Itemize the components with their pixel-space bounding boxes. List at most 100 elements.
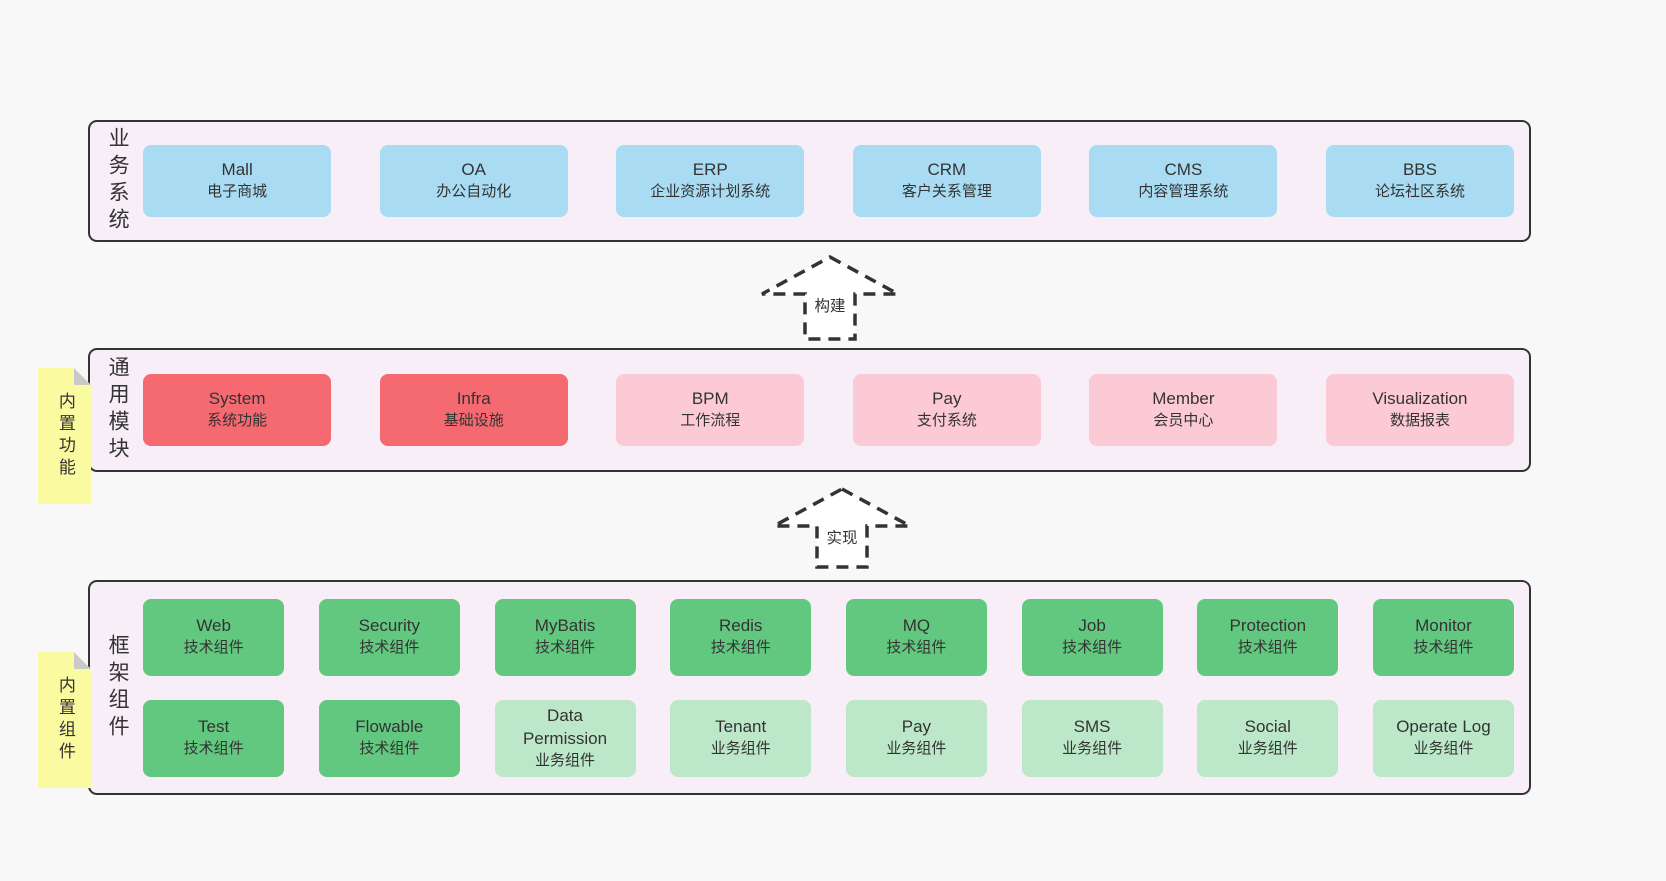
business-box-row: Mall 电子商城 OA 办公自动化 ERP 企业资源计划系统 CRM 客户关系… [143, 145, 1514, 217]
box-title: BBS [1402, 160, 1437, 180]
box-subtitle: 会员中心 [1153, 412, 1214, 430]
section-common-modules: 通用模块 System 系统功能 Infra 基础设施 BPM 工作流程 [88, 348, 1531, 472]
diagram-box: Visualization 数据报表 [1325, 374, 1514, 446]
box-title: Redis [718, 616, 763, 636]
box-subtitle: 技术组件 [1413, 639, 1474, 657]
diagram-box: Tenant 业务组件 [670, 699, 812, 777]
box-subtitle: 业务组件 [710, 740, 771, 758]
diagram-box: CMS 内容管理系统 [1089, 145, 1278, 217]
diagram-box: Social 业务组件 [1197, 699, 1339, 777]
box-title: CRM [927, 160, 967, 180]
box-title: Flowable [355, 717, 424, 737]
box-title: Tenant [715, 717, 767, 737]
box-subtitle: 业务组件 [1413, 740, 1474, 758]
box-subtitle: 业务组件 [1237, 740, 1298, 758]
box-title: MQ [902, 616, 931, 636]
box-title: Pay [901, 717, 932, 737]
diagram-box: Job 技术组件 [1021, 598, 1163, 676]
framework-box-row-1: Web 技术组件 Security 技术组件 MyBatis 技术组件 Redi… [143, 598, 1514, 676]
diagram-box: Monitor 技术组件 [1372, 598, 1514, 676]
box-subtitle: 企业资源计划系统 [650, 183, 771, 201]
diagram-box: OA 办公自动化 [379, 145, 568, 217]
diagram-box: Test 技术组件 [143, 699, 285, 777]
box-subtitle: 业务组件 [535, 751, 596, 769]
section-business-systems: 业务系统 Mall 电子商城 OA 办公自动化 ERP 企业资源计划系统 [88, 120, 1531, 242]
diagram-box: Member 会员中心 [1089, 374, 1278, 446]
section-framework-components: 框架组件 Web 技术组件 Security 技术组件 MyBatis 技术组件 [88, 580, 1531, 795]
box-title: System [208, 389, 266, 409]
box-subtitle: 工作流程 [680, 412, 741, 430]
sticky-note-built-in-features: 内置功能 [38, 368, 91, 504]
diagram-box: Data Permission 业务组件 [494, 699, 636, 777]
box-title: Monitor [1415, 616, 1472, 636]
box-subtitle: 办公自动化 [436, 183, 512, 201]
box-title: Web [196, 616, 231, 636]
diagram-box: Security 技术组件 [318, 598, 460, 676]
diagram-box: CRM 客户关系管理 [852, 145, 1041, 217]
section-label-framework: 框架组件 [106, 633, 130, 742]
box-title: Member [1152, 389, 1215, 409]
box-title: Protection [1229, 616, 1307, 636]
box-title: Pay [932, 389, 962, 409]
sticky-note-built-in-components: 内置组件 [38, 652, 91, 788]
diagram-box: Flowable 技术组件 [318, 699, 460, 777]
box-subtitle: 技术组件 [359, 740, 420, 758]
box-title: OA [461, 160, 486, 180]
box-subtitle: 论坛社区系统 [1374, 183, 1465, 201]
diagram-box: BBS 论坛社区系统 [1325, 145, 1514, 217]
arrow-up-build-icon: 构建 [761, 255, 899, 341]
diagram-box: BPM 工作流程 [616, 374, 805, 446]
arrow-implement-label: 实现 [826, 529, 857, 547]
box-title: Test [198, 717, 230, 737]
diagram-box: MQ 技术组件 [845, 598, 987, 676]
diagram-box: System 系统功能 [143, 374, 332, 446]
diagram-box: Pay 业务组件 [845, 699, 987, 777]
box-title: CMS [1164, 160, 1203, 180]
box-subtitle: 技术组件 [1062, 639, 1123, 657]
diagram-box: Web 技术组件 [143, 598, 285, 676]
arrow-build-label: 构建 [814, 297, 845, 315]
box-title: Data Permission [522, 705, 608, 748]
box-subtitle: 技术组件 [535, 639, 596, 657]
sticky-label: 内置组件 [55, 676, 75, 764]
modules-box-row: System 系统功能 Infra 基础设施 BPM 工作流程 Pay 支付系统 [143, 374, 1514, 446]
box-title: BPM [691, 389, 729, 409]
box-subtitle: 技术组件 [183, 740, 244, 758]
diagram-box: Redis 技术组件 [670, 598, 812, 676]
diagram-box: Infra 基础设施 [379, 374, 568, 446]
box-subtitle: 客户关系管理 [901, 183, 992, 201]
box-title: Mall [221, 160, 253, 180]
framework-box-row-2: Test 技术组件 Flowable 技术组件 Data Permission … [143, 699, 1514, 777]
box-subtitle: 业务组件 [886, 740, 947, 758]
section-label-business: 业务系统 [106, 127, 130, 235]
box-title: ERP [692, 160, 728, 180]
sticky-label: 内置功能 [55, 392, 75, 480]
diagram-box: Operate Log 业务组件 [1372, 699, 1514, 777]
box-title: Infra [456, 389, 491, 409]
box-title: Social [1244, 717, 1291, 737]
box-subtitle: 技术组件 [710, 639, 771, 657]
diagram-box: ERP 企业资源计划系统 [616, 145, 805, 217]
box-subtitle: 支付系统 [916, 412, 977, 430]
box-subtitle: 内容管理系统 [1138, 183, 1229, 201]
box-subtitle: 技术组件 [886, 639, 947, 657]
box-subtitle: 技术组件 [359, 639, 420, 657]
box-subtitle: 系统功能 [207, 412, 268, 430]
box-subtitle: 技术组件 [1237, 639, 1298, 657]
diagram-box: MyBatis 技术组件 [494, 598, 636, 676]
diagram-box: SMS 业务组件 [1021, 699, 1163, 777]
box-title: MyBatis [534, 616, 596, 636]
box-subtitle: 业务组件 [1062, 740, 1123, 758]
box-title: Security [358, 616, 421, 636]
box-subtitle: 技术组件 [183, 639, 244, 657]
arrow-up-implement-icon: 实现 [773, 487, 911, 569]
box-title: Operate Log [1396, 717, 1491, 737]
diagram-box: Pay 支付系统 [852, 374, 1041, 446]
box-title: Visualization [1372, 389, 1468, 409]
box-title: Job [1078, 616, 1106, 636]
box-title: SMS [1073, 717, 1111, 737]
box-subtitle: 电子商城 [207, 183, 268, 201]
section-label-modules: 通用模块 [106, 356, 130, 464]
diagram-box: Protection 技术组件 [1197, 598, 1339, 676]
